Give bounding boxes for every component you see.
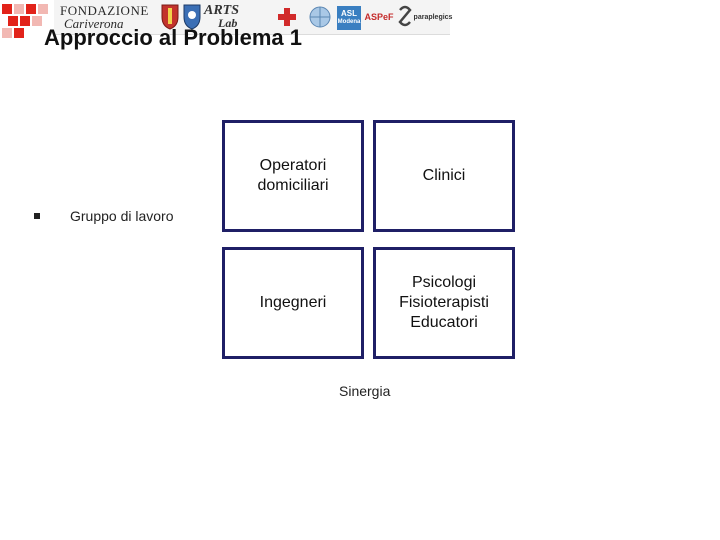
deco-square <box>14 4 24 14</box>
page-title: Approccio al Problema 1 <box>44 25 302 50</box>
deco-square <box>8 16 18 26</box>
bullet-text: Gruppo di lavoro <box>70 208 174 224</box>
box-ingegneri: Ingegneri <box>222 247 364 359</box>
box-clinici: Clinici <box>373 120 515 232</box>
logo-banner: FONDAZIONE Cariverona ARTS Lab ASL Moden… <box>54 0 453 35</box>
ribbon-icon <box>398 5 412 27</box>
synergy-caption: Sinergia <box>339 383 391 399</box>
asl-modena-logo: ASL Modena <box>337 6 361 30</box>
box-operatori-domiciliari: Operatori domiciliari <box>222 120 364 232</box>
deco-square <box>26 4 36 14</box>
deco-square <box>20 16 30 26</box>
deco-square <box>2 28 12 38</box>
box-psicologi-fisioterapisti-educatori: Psicologi Fisioterapisti Educatori <box>373 247 515 359</box>
fondazione-cariverona-logo: FONDAZIONE Cariverona <box>60 3 149 31</box>
bullet-square-icon <box>34 213 40 219</box>
globe-icon <box>309 6 331 28</box>
paraplegics-logo: paraplegics <box>413 13 453 21</box>
crest-icon <box>183 4 201 30</box>
cross-icon <box>278 8 296 26</box>
aspef-logo: ASPeF <box>364 12 394 22</box>
deco-square <box>2 4 12 14</box>
arts-lab-logo: ARTS Lab <box>204 3 240 30</box>
deco-square <box>38 4 48 14</box>
deco-square <box>14 28 24 38</box>
crest-icon <box>161 4 179 30</box>
deco-square <box>32 16 42 26</box>
